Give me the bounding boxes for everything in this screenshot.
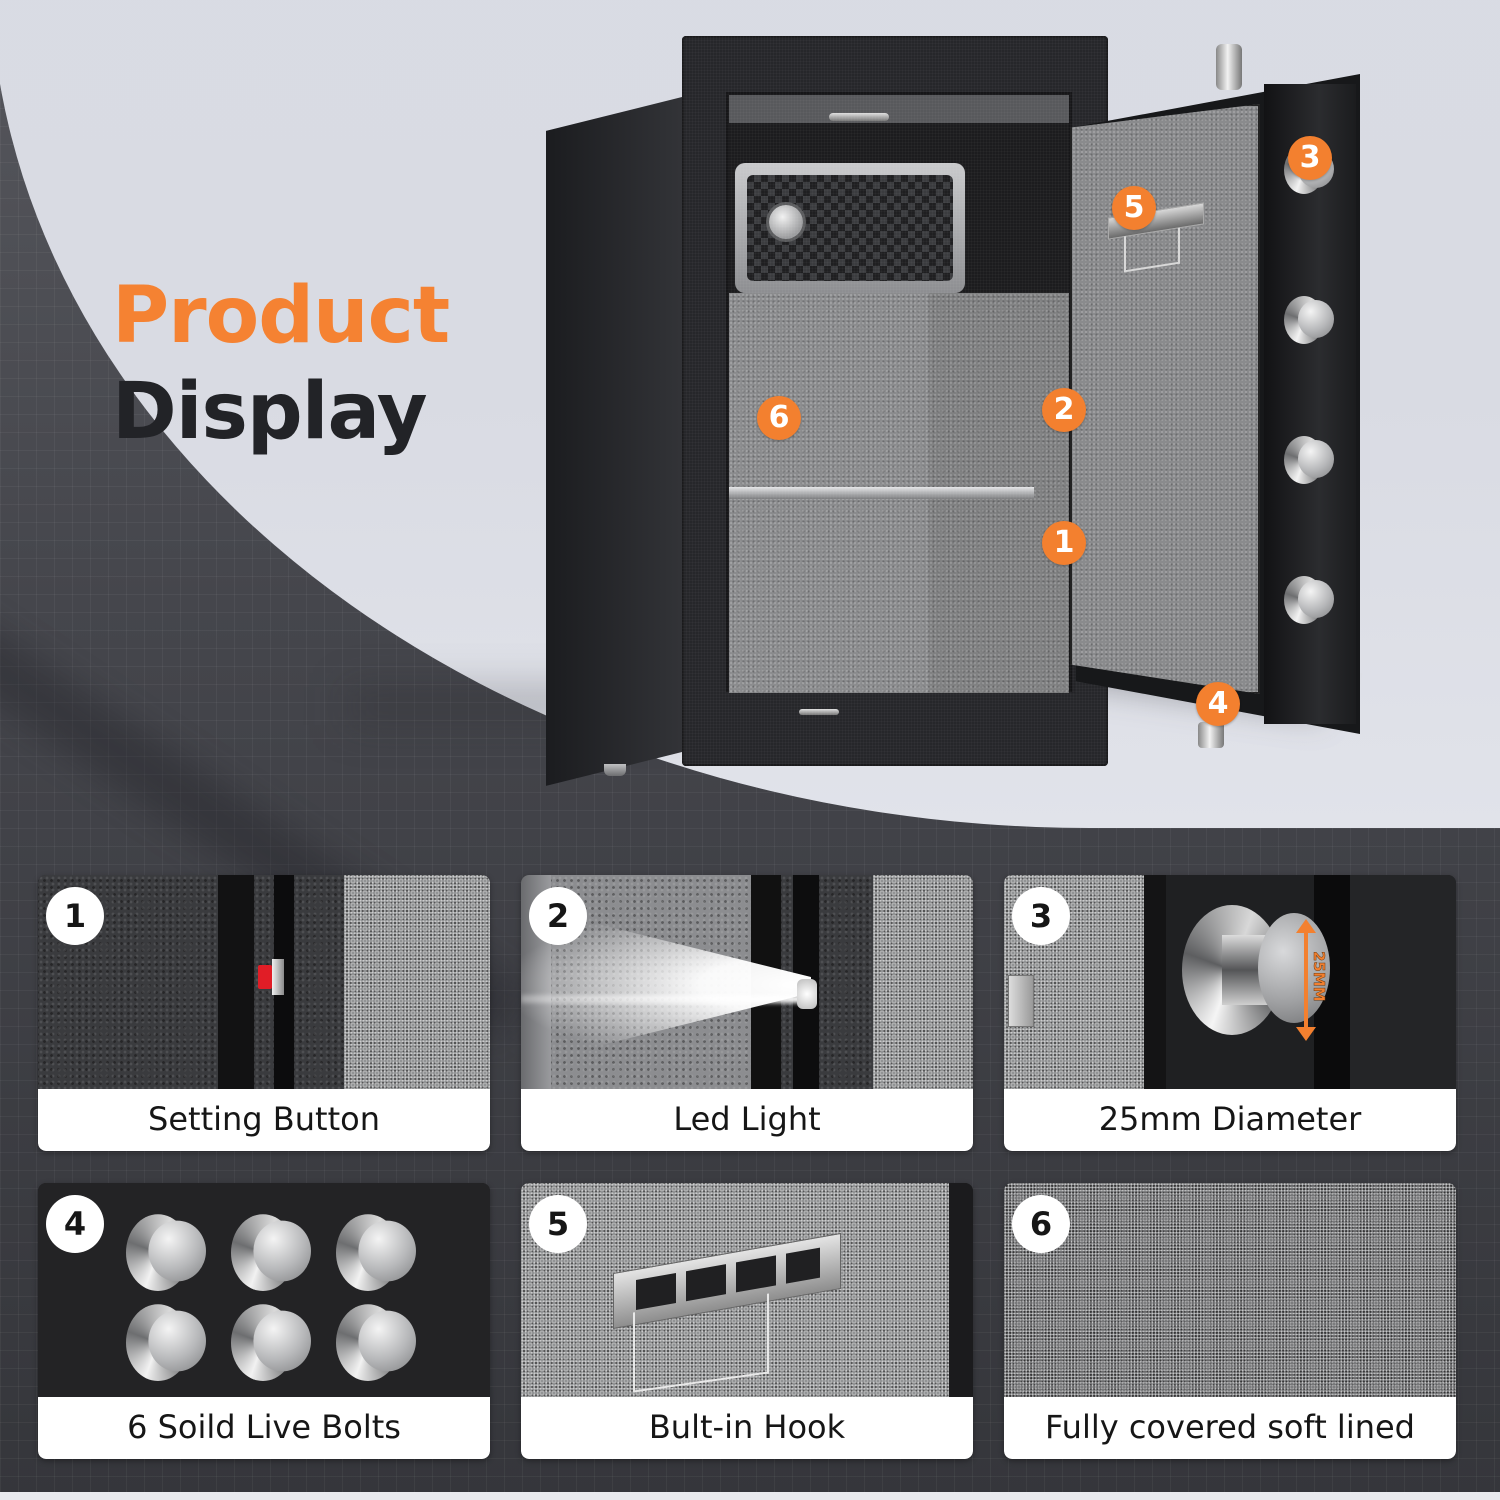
feature-caption: Fully covered soft lined [1004, 1397, 1456, 1459]
feature-number-badge: 3 [1012, 887, 1070, 945]
upper-compartment [729, 123, 1069, 293]
bottom-edge-strip [0, 1492, 1500, 1500]
feature-number-badge: 5 [529, 1195, 587, 1253]
hook-image [521, 1183, 973, 1397]
feature-number-badge: 6 [1012, 1195, 1070, 1253]
soft-lining-image [1004, 1183, 1456, 1397]
feature-caption: Led Light [521, 1089, 973, 1151]
marker-6: 6 [757, 396, 801, 440]
feature-number-badge: 1 [46, 887, 104, 945]
inner-box-panel [747, 175, 953, 281]
feature-number-badge: 4 [46, 1195, 104, 1253]
feature-card-led-light: 2 Led Light [521, 875, 973, 1151]
bolt-icon [231, 1211, 311, 1294]
bolt-icon [336, 1301, 416, 1384]
safe-foot [604, 764, 626, 776]
top-latch [829, 113, 889, 121]
safe-body-front [682, 36, 1108, 766]
live-bolts-image [38, 1183, 490, 1397]
safe-door [1064, 44, 1360, 748]
marker-1: 1 [1042, 521, 1086, 565]
feature-card-setting-button: 1 Setting Button [38, 875, 490, 1151]
door-bolt-icon [1284, 574, 1334, 626]
bolt-icon [126, 1301, 206, 1384]
title-line-product: Product [112, 271, 450, 361]
bolt-icon [336, 1211, 416, 1294]
feature-caption: 6 Soild Live Bolts [38, 1397, 490, 1459]
safe-side-panel [546, 96, 686, 786]
feature-number-badge: 2 [529, 887, 587, 945]
safe-illustration [346, 36, 1366, 786]
door-felt-panel [1070, 104, 1260, 694]
bottom-latch [799, 709, 839, 715]
marker-4: 4 [1196, 682, 1240, 726]
inner-lock-box [735, 163, 965, 293]
title-line-display: Display [112, 367, 428, 457]
feature-card-soft-lining: 6 Fully covered soft lined [1004, 1183, 1456, 1459]
door-hinge-top [1216, 44, 1242, 90]
page-title: Product Display [112, 268, 450, 460]
inner-box-knob-icon [769, 205, 803, 239]
feature-card-live-bolts: 4 6 Soild Live Bolts [38, 1183, 490, 1459]
interior-felt-side-wall [929, 293, 1075, 693]
door-hinge-bottom [1198, 722, 1224, 748]
interior-shelf [729, 487, 1034, 499]
feature-card-hook: 5 Bult-in Hook [521, 1183, 973, 1459]
marker-2: 2 [1042, 388, 1086, 432]
marker-3: 3 [1288, 136, 1332, 180]
setting-button-image [38, 875, 490, 1089]
bolt-icon [231, 1301, 311, 1384]
dimension-arrow-icon [1304, 923, 1308, 1035]
red-setting-button-icon [258, 965, 272, 989]
bolt-icon [126, 1211, 206, 1294]
dimension-label: 25MM [1310, 951, 1329, 1002]
diameter-image: 25MM [1004, 875, 1456, 1089]
marker-5: 5 [1112, 186, 1156, 230]
feature-card-diameter: 25MM 3 25mm Diameter [1004, 875, 1456, 1151]
feature-caption: 25mm Diameter [1004, 1089, 1456, 1151]
interior-felt-lining [729, 293, 1075, 693]
bolt-icon [1182, 895, 1332, 1045]
led-light-image [521, 875, 973, 1089]
door-bolt-icon [1284, 434, 1334, 486]
feature-caption: Bult-in Hook [521, 1397, 973, 1459]
door-bolt-icon [1284, 294, 1334, 346]
safe-interior [726, 92, 1075, 715]
feature-caption: Setting Button [38, 1089, 490, 1151]
